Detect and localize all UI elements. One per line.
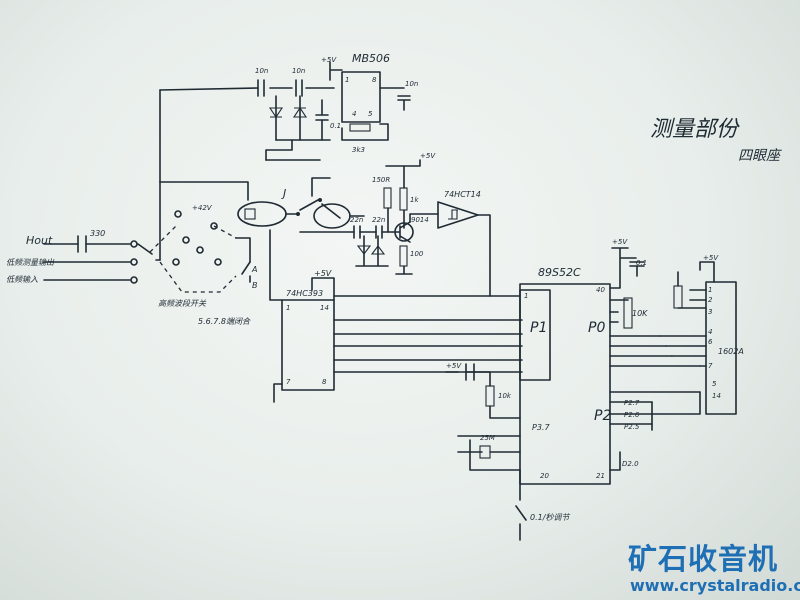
- mb-pin-1: 1: [345, 76, 349, 84]
- lcd-pin-3: 3: [708, 308, 712, 316]
- cnt-pin-7: 7: [286, 378, 291, 386]
- mcu-chip: [519, 283, 611, 485]
- xtal-label: 25M: [480, 434, 495, 442]
- cap-22n-label-2: 22n: [372, 216, 385, 224]
- mcu-pin-1: 1: [524, 292, 528, 300]
- switch-term-a: A: [251, 265, 257, 274]
- mcu-pin-40: 40: [596, 286, 605, 294]
- mb506-label: MB506: [352, 52, 390, 65]
- prescaler-section: 10n 10n 0.1 +5V MB506 1 8 4 5 10n 3k3: [159, 52, 418, 183]
- switch-term-b: B: [252, 281, 258, 290]
- mcu-label: 89S52C: [538, 266, 581, 279]
- r10k-label: 10k: [498, 392, 512, 400]
- p27-label: P2.7: [624, 399, 640, 407]
- mb-pin-8: 8: [372, 76, 377, 84]
- freq-out-label: 低频测量输出: [6, 258, 55, 267]
- mcu-section: 89S52C 1 40 20 21 P1 P0 P2 P3.7 P2.7 P2.…: [445, 238, 701, 541]
- r1k-label: 1k: [410, 196, 419, 204]
- p0-label: P0: [588, 320, 605, 336]
- lcd-pin-2: 2: [708, 296, 713, 304]
- p20-label: D2.0: [622, 460, 639, 468]
- lcd-pin-5: 5: [712, 380, 717, 388]
- lcd-label: 1602A: [718, 347, 744, 356]
- counter-chip: [281, 299, 335, 391]
- gate-label: 74HCT14: [444, 190, 481, 199]
- cap-0-1-label: 0.1: [330, 122, 341, 130]
- watermark-logo: 矿石收音机: [628, 542, 779, 576]
- switch-label: 高频波段开关: [158, 299, 207, 308]
- p26-label: P2.6: [624, 411, 640, 419]
- transistor-label: 9014: [411, 216, 429, 224]
- lcd-module: [705, 281, 737, 415]
- lcd-pin-6: 6: [708, 338, 713, 346]
- mb-pin-5: 5: [368, 110, 373, 118]
- cnt-pin-14: 14: [320, 304, 329, 312]
- vcc-mcu-label: +5V: [612, 238, 628, 246]
- freq-in-label: 低频输入: [6, 275, 38, 284]
- p1-label: P1: [530, 320, 547, 336]
- title-note: 四眼座: [738, 148, 782, 164]
- pullup-label: 10K: [632, 309, 648, 318]
- lcd-pin-1: 1: [708, 286, 712, 294]
- input-switch-section: Hout 330 低频测量输出 低频输入 +42V A B 高频波段开关 5.6…: [6, 204, 258, 326]
- p1-port: [519, 289, 551, 381]
- vcc-t-label: +5V: [420, 152, 436, 160]
- counter-section: +5V 74HC393 1 14 7 8: [269, 229, 523, 403]
- r150-label: 150R: [372, 176, 390, 184]
- watermark-url: www.crystalradio.cn: [630, 576, 800, 595]
- cap-22n-label: 22n: [350, 216, 363, 224]
- r100-label: 100: [410, 250, 424, 258]
- vcc-cnt-label: +5V: [314, 269, 332, 278]
- mcu-pin-21: 21: [596, 472, 605, 480]
- vcc-lcd-label: +5V: [703, 254, 719, 262]
- cnt-pin-1: 1: [286, 304, 290, 312]
- lcd-pin-7: 7: [708, 362, 713, 370]
- mb506-chip: [341, 71, 381, 123]
- mcu-pin-20: 20: [540, 472, 549, 480]
- key-label: 0.1/秒调节: [530, 513, 571, 522]
- relay-label: J: [281, 187, 286, 200]
- relay-amplifier-section: J 22n 22n 150R 1k +5V 9014 100 74: [159, 152, 491, 297]
- cap-330-label: 330: [90, 229, 105, 238]
- hout-label: Hout: [26, 234, 53, 247]
- r3k3-label: 3k3: [352, 146, 365, 154]
- lcd-pin-4: 4: [708, 328, 712, 336]
- v42-label: +42V: [192, 204, 213, 212]
- switch-note: 5.6.7.8端闭合: [198, 317, 251, 326]
- lcd-section: +5V 1602A 1 2 3 4 6 7 5 14: [651, 254, 744, 431]
- p25-label: P2.5: [624, 423, 640, 431]
- mb-pin-4: 4: [352, 110, 356, 118]
- lcd-pin-14: 14: [712, 392, 721, 400]
- cap-10n-label-3: 10n: [405, 80, 418, 88]
- vcc-rst-label: +5V: [446, 362, 462, 370]
- relay-contact: [313, 203, 351, 229]
- vcc-mb-label: +5V: [321, 56, 337, 64]
- p2-label: P2: [594, 408, 611, 424]
- counter-label: 74HC393: [286, 289, 323, 298]
- cap-10n-label: 10n: [255, 67, 268, 75]
- cap-01-label: 0.1: [636, 259, 647, 267]
- p37-label: P3.7: [532, 423, 550, 432]
- page-title: 测量部份: [650, 117, 740, 142]
- schmitt-gate: [437, 201, 479, 229]
- cap-10n-label-2: 10n: [292, 67, 305, 75]
- cnt-pin-8: 8: [322, 378, 327, 386]
